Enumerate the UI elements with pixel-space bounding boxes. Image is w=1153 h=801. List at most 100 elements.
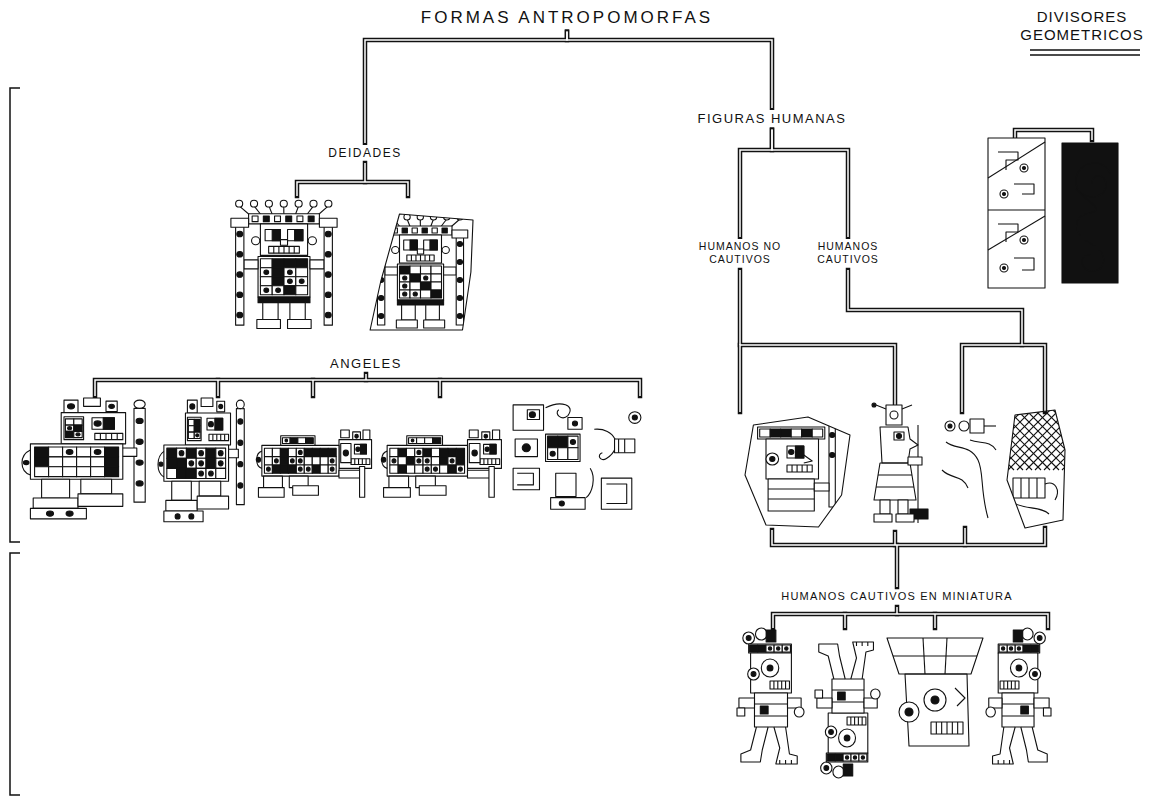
fig-line xyxy=(618,439,619,453)
fig-shape xyxy=(945,421,955,431)
fig-shape xyxy=(304,465,312,473)
fig-line xyxy=(216,434,217,440)
fig-shape xyxy=(237,312,243,318)
fig-shape xyxy=(872,403,876,407)
tree-connector xyxy=(772,128,848,239)
fig-shape xyxy=(33,498,78,508)
bracket-inner-line xyxy=(217,380,219,396)
bracket-line xyxy=(962,345,1045,412)
fig-shape xyxy=(290,459,294,463)
fig-line xyxy=(998,760,999,764)
fig-shape xyxy=(833,766,844,778)
bracket-line xyxy=(311,380,316,396)
fig-shape xyxy=(1015,645,1023,652)
fig-line xyxy=(832,689,864,690)
fig-shape xyxy=(384,488,411,498)
fig-shape xyxy=(175,514,180,519)
fig-shape xyxy=(746,636,751,641)
fig-shape xyxy=(448,457,456,465)
fig-shape xyxy=(306,467,310,471)
fig-shape xyxy=(330,459,334,463)
fig-shape xyxy=(299,279,304,284)
fig-shape xyxy=(78,494,123,507)
fig-shape xyxy=(325,312,331,318)
category-label: FORMAS ANTROPOMORFAS xyxy=(421,8,713,28)
fig-shape xyxy=(787,465,812,472)
fig-shape xyxy=(829,423,835,507)
fig-shape xyxy=(959,421,969,431)
fig-shape xyxy=(189,461,194,466)
fig-line xyxy=(1026,410,1086,470)
fig-shape xyxy=(304,457,312,465)
sherd-content xyxy=(758,423,836,511)
fig-shape xyxy=(480,459,500,465)
fig-shape xyxy=(400,282,411,290)
fig-shape xyxy=(407,436,443,446)
fig-shape xyxy=(164,445,229,481)
fig-shape xyxy=(295,200,302,207)
fig-shape xyxy=(267,467,271,471)
angel-figure xyxy=(381,430,501,497)
fig-shape xyxy=(415,448,423,456)
fig-shape xyxy=(379,314,384,319)
fig-shape xyxy=(546,434,580,461)
fig-shape xyxy=(276,288,281,293)
fig-shape xyxy=(1010,659,1027,677)
fig-line xyxy=(988,209,1045,210)
angel-figure xyxy=(158,398,244,522)
fig-shape xyxy=(68,427,72,430)
fig-shape xyxy=(396,320,417,328)
fig-shape xyxy=(632,415,637,420)
fig-shape xyxy=(351,459,370,465)
fig-shape xyxy=(391,214,397,220)
fig-line xyxy=(862,642,863,646)
fig-line xyxy=(1028,478,1029,498)
fig-shape xyxy=(177,448,187,458)
fig-shape xyxy=(457,278,462,283)
fig-line xyxy=(893,655,977,656)
fig-shape xyxy=(379,296,384,301)
fig-shape xyxy=(188,426,194,432)
fig-shape xyxy=(434,467,438,471)
fig-shape xyxy=(201,398,213,407)
fig-shape xyxy=(65,425,73,431)
fig-shape xyxy=(77,447,91,457)
fig-shape xyxy=(403,276,407,280)
fig-shape xyxy=(297,216,303,222)
fig-line xyxy=(754,715,787,716)
fig-shape xyxy=(185,413,230,445)
fig-shape xyxy=(263,216,269,222)
bracket-inner-line xyxy=(894,532,896,545)
fig-shape xyxy=(167,458,177,468)
fig-shape xyxy=(308,216,314,222)
fig-shape xyxy=(105,457,119,467)
fig-shape xyxy=(410,274,421,282)
fig-shape xyxy=(407,255,434,261)
fig-shape xyxy=(325,231,331,237)
fig-line xyxy=(779,760,780,764)
fig-shape xyxy=(1076,189,1096,213)
fig-shape xyxy=(237,231,243,237)
fig-shape xyxy=(328,457,336,465)
fig-shape xyxy=(754,693,787,727)
fig-shape xyxy=(406,465,414,473)
fig-shape xyxy=(360,444,366,454)
fig-shape xyxy=(843,764,852,776)
fig-shape xyxy=(489,466,494,497)
fig-shape xyxy=(457,242,462,247)
fig-shape xyxy=(776,647,779,651)
fig-shape xyxy=(179,451,184,456)
bracket-line xyxy=(297,182,408,196)
fig-shape xyxy=(296,457,304,465)
fig-shape xyxy=(284,268,296,277)
fig-shape xyxy=(1000,681,1019,689)
fig-shape xyxy=(594,429,616,459)
fig-shape xyxy=(296,277,308,286)
fig-shape xyxy=(795,446,803,458)
fig-line xyxy=(754,703,787,704)
fig-line xyxy=(358,459,359,465)
fig-shape xyxy=(1031,645,1039,652)
fig-shape xyxy=(871,689,880,699)
connector-inner-line xyxy=(567,31,772,108)
fig-line xyxy=(278,246,279,253)
